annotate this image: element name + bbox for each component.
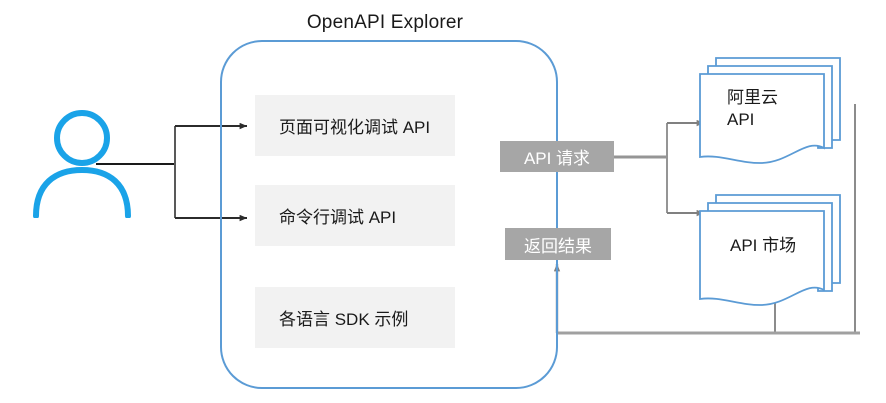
backend-aliyun-api[interactable]: 阿里云 API	[700, 55, 850, 167]
feature-box-cli-debug[interactable]: 命令行调试 API	[255, 185, 455, 246]
openapi-explorer-container	[220, 40, 558, 389]
backend-aliyun-api-label-line1: 阿里云	[727, 88, 778, 107]
backend-aliyun-api-label-line2: API	[727, 110, 755, 130]
user-actor-icon	[30, 108, 134, 219]
request-fanout-connector	[614, 119, 705, 217]
backend-aliyun-api-label: 阿里云 API	[727, 87, 778, 131]
feature-box-visual-debug[interactable]: 页面可视化调试 API	[255, 95, 455, 156]
backend-api-market[interactable]: API 市场	[700, 192, 850, 314]
feature-box-sdk-samples[interactable]: 各语言 SDK 示例	[255, 287, 455, 348]
flow-label-return-result: 返回结果	[505, 228, 611, 260]
page-title: OpenAPI Explorer	[306, 12, 464, 33]
backend-api-market-label: API 市场	[730, 236, 797, 255]
flow-label-api-request: API 请求	[500, 141, 614, 172]
